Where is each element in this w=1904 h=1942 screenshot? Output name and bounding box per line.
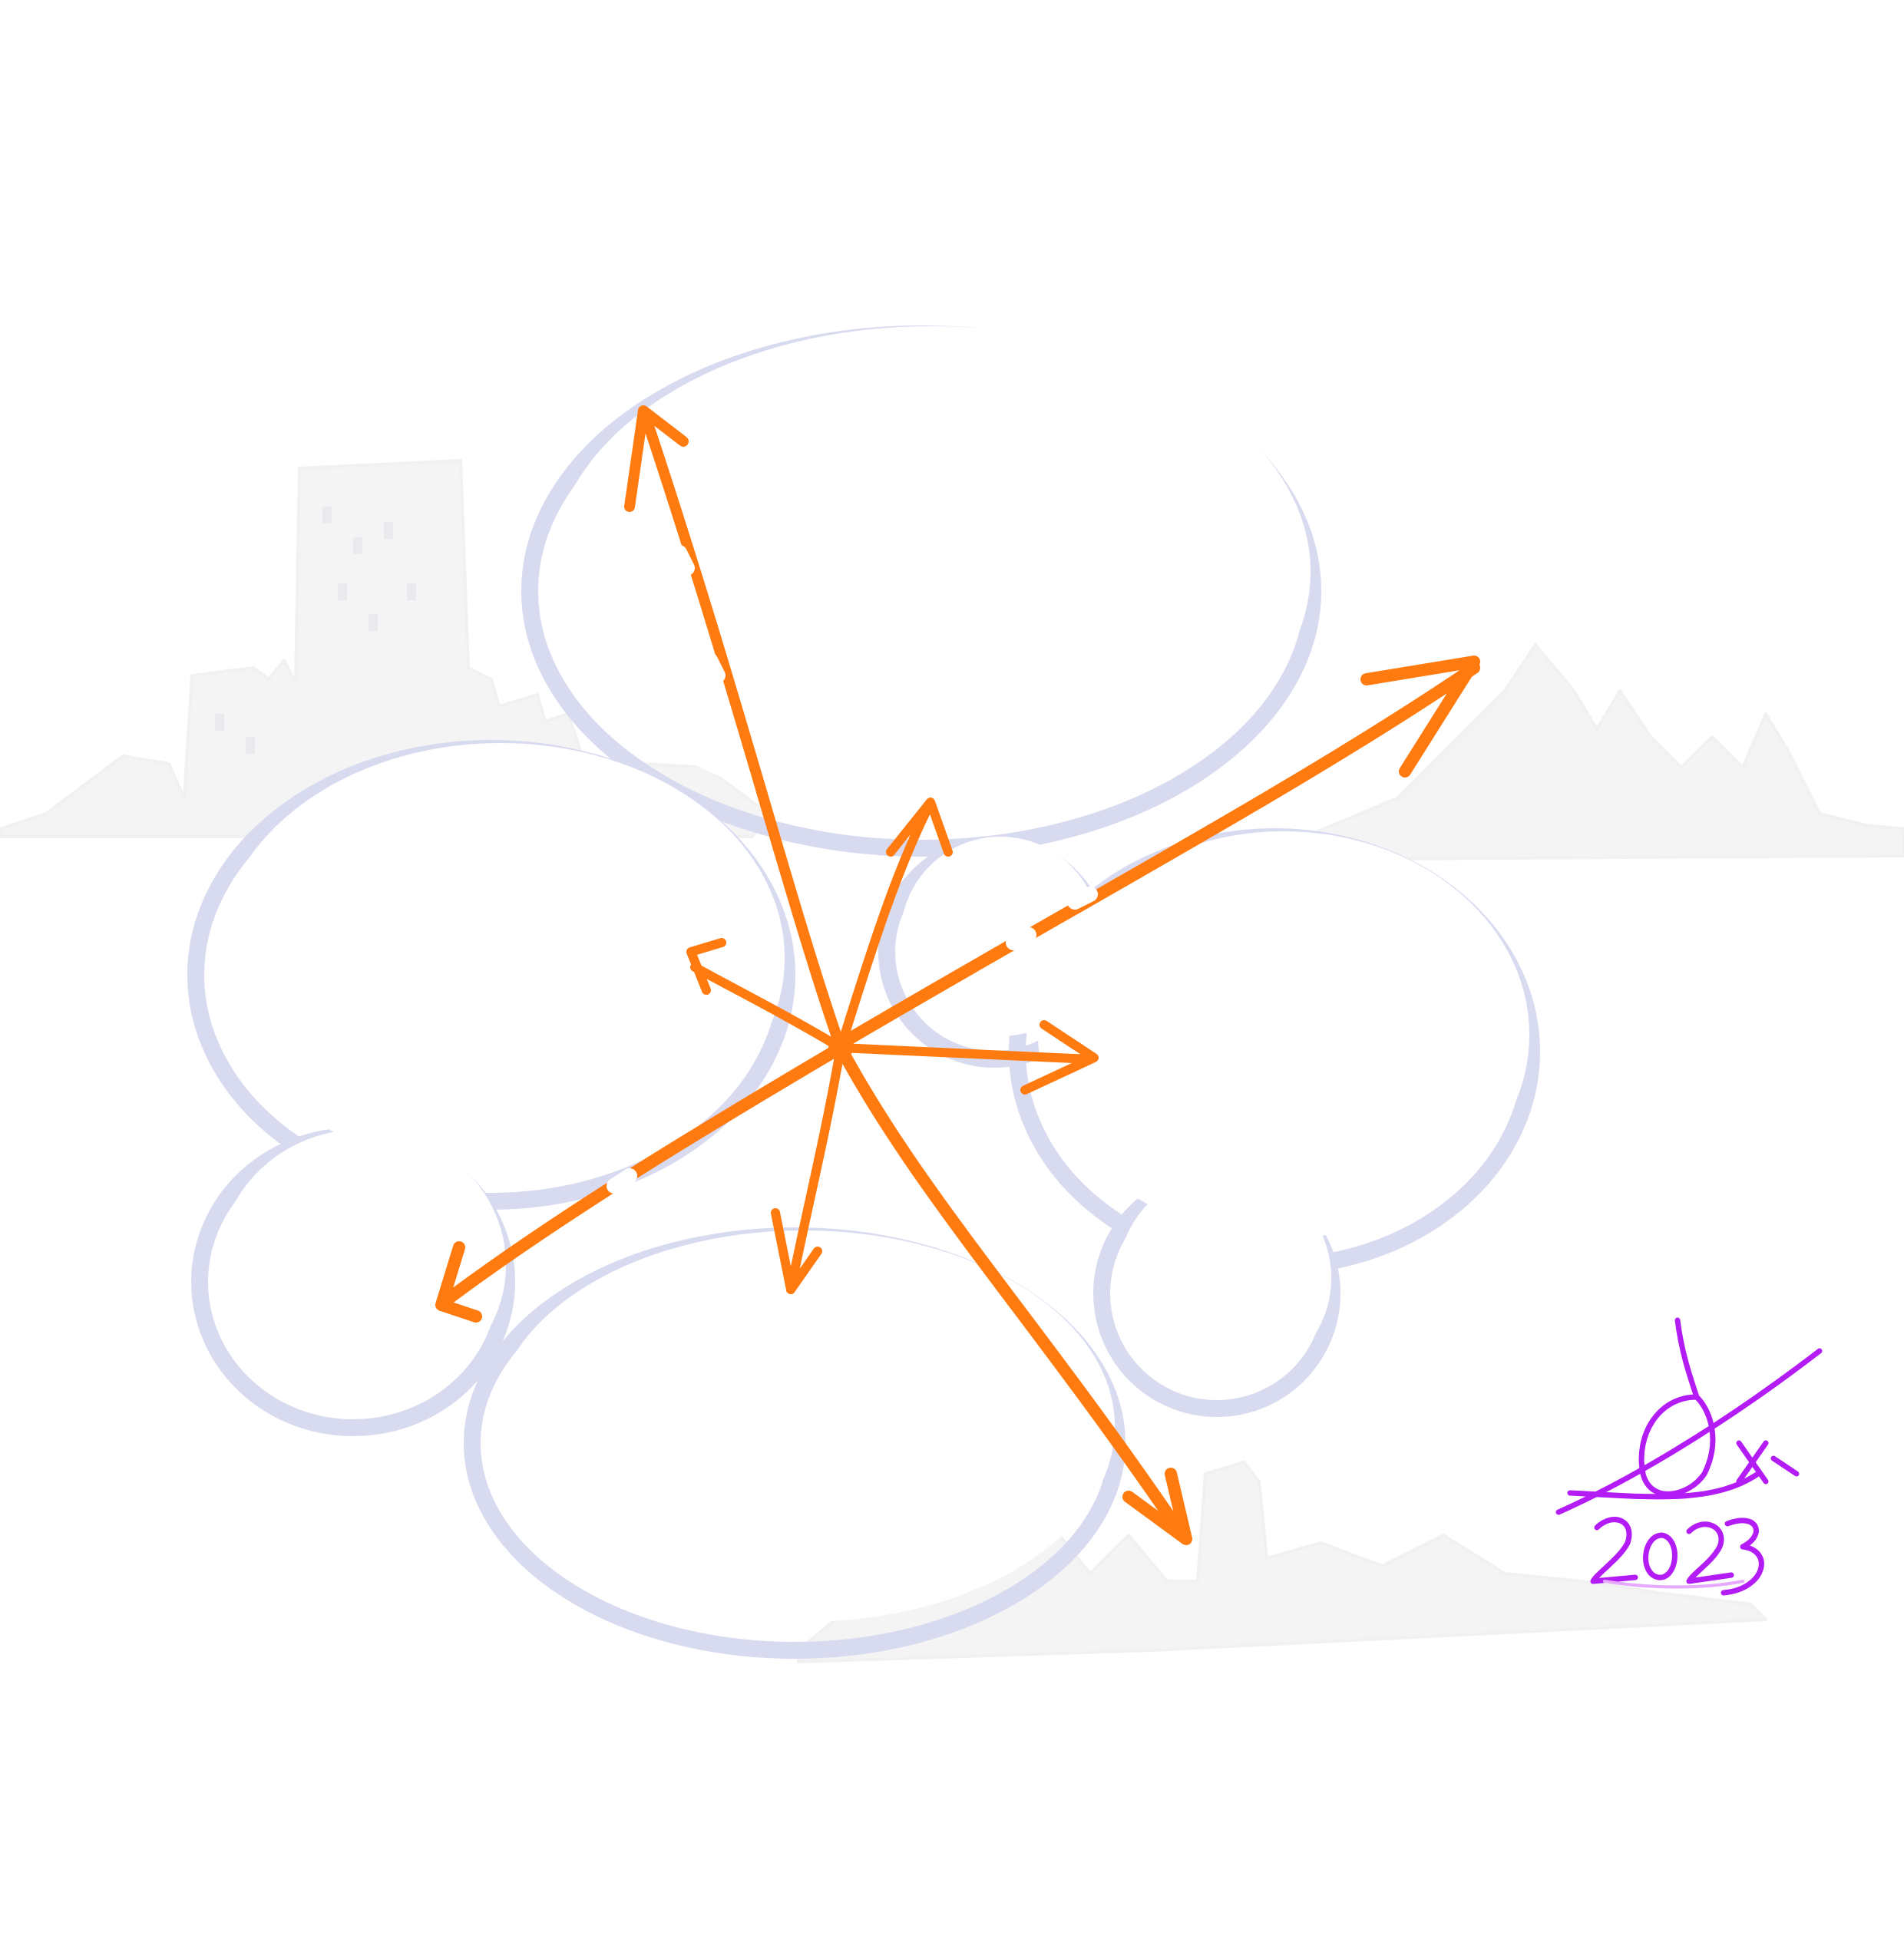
arrow-gap [607, 1168, 637, 1194]
signature-year-0 [1643, 1532, 1678, 1580]
mountain-range [1211, 643, 1904, 861]
arrow-left-short [690, 963, 845, 1052]
arrow-right-short-head [1020, 1020, 1099, 1095]
bubble-small-right-fill [1118, 1171, 1331, 1385]
arrow-up-right-long [835, 662, 1480, 1050]
bubble-bottom-fill [493, 1230, 1115, 1622]
tower-window [369, 614, 378, 631]
tower-window [246, 737, 255, 754]
tower-window [407, 583, 416, 600]
bubble-left-fill [217, 743, 785, 1173]
arrow-up-left-long-head [624, 405, 689, 512]
arrow-down-short [786, 1043, 845, 1294]
arrow-right-short [836, 1043, 1095, 1064]
bubble-right-fill [1038, 831, 1529, 1238]
bubble-cluster [187, 325, 1540, 1659]
signature-stroke [1736, 1440, 1800, 1485]
arrow-gap [672, 545, 695, 576]
arrow-down-right-long [835, 1042, 1188, 1541]
arrow-gap [729, 752, 751, 783]
mountains-right [1211, 643, 1904, 861]
arrow-down-short-head [771, 1208, 822, 1294]
arrow-down-right-long-head [1122, 1468, 1192, 1545]
signature-stroke [1638, 1317, 1716, 1497]
arrow-gap [1006, 927, 1036, 950]
tower-window [322, 507, 332, 523]
arrow-up-short [836, 801, 934, 1052]
bubble-small-left-fill [219, 1129, 506, 1401]
tower-window [338, 583, 347, 600]
tower-window [353, 537, 362, 554]
arrow-group [435, 405, 1480, 1545]
arrow-origin-point [828, 1035, 853, 1060]
arrow-down-left-long-head [435, 1241, 482, 1323]
signature-stroke [1555, 1348, 1823, 1515]
signature-year-3 [1721, 1518, 1764, 1596]
arrow-up-short-head [886, 798, 953, 857]
arrow-up-right-long-head [1360, 656, 1480, 778]
tower-window [215, 714, 224, 731]
tower-window [384, 522, 393, 539]
bubble-large-top-fill [550, 326, 1311, 817]
artist-signature [1555, 1317, 1823, 1596]
signature-year-2 [1590, 1517, 1638, 1584]
arrow-gap [1067, 887, 1098, 910]
arrow-left-short-head [686, 938, 726, 995]
bubble-center-small-fill [901, 837, 1100, 1036]
signature-year-2b [1686, 1521, 1734, 1584]
signature-highlight [1603, 1580, 1744, 1589]
arrow-up-left-long [640, 409, 846, 1053]
arrow-gap [702, 652, 726, 683]
